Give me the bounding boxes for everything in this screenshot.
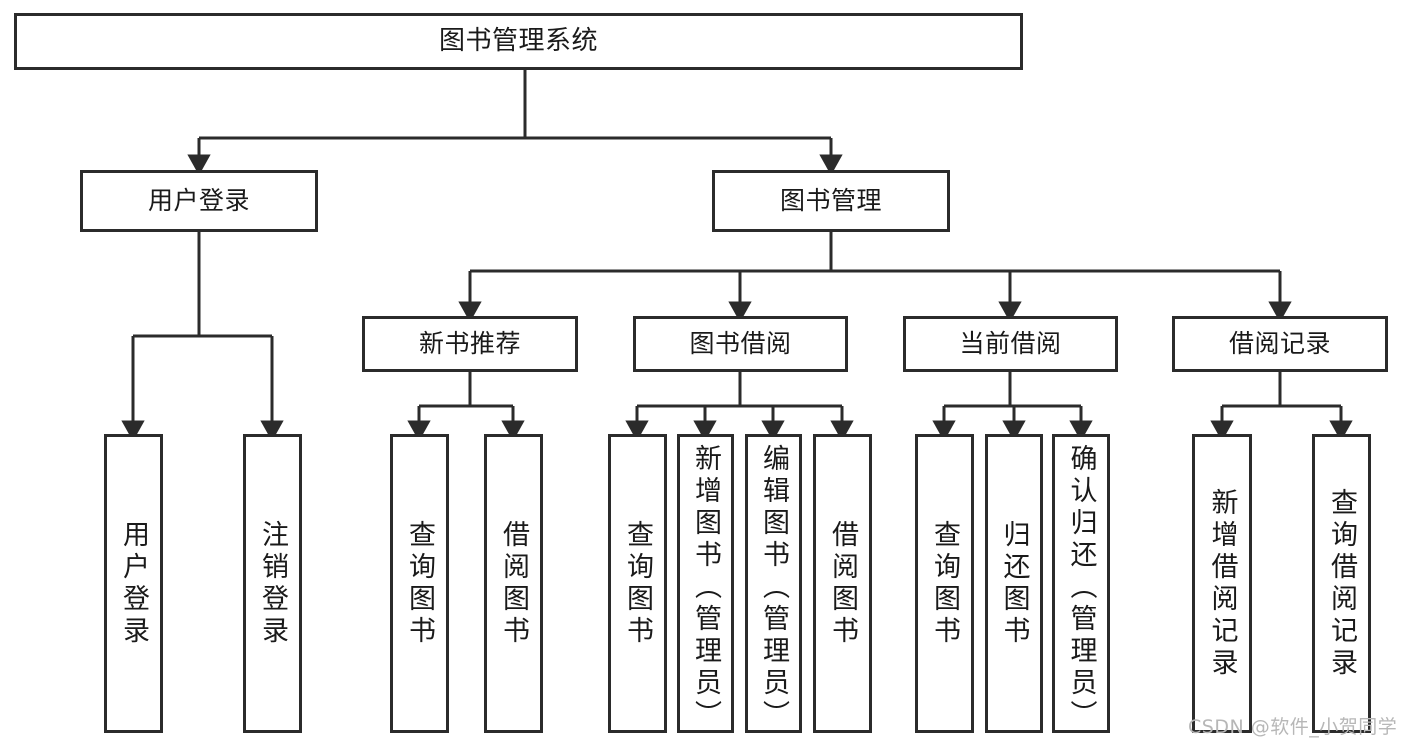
node-label: 图书管理系统	[438, 25, 598, 56]
node-label: 查询图书	[404, 519, 435, 648]
node-label: 借阅图书	[498, 519, 529, 648]
leaf-current-return-book[interactable]: 归还图书	[985, 434, 1043, 733]
leaf-borrow-query-book[interactable]: 查询图书	[608, 434, 667, 733]
leaf-current-query-book[interactable]: 查询图书	[915, 434, 974, 733]
node-label: 借阅记录	[1228, 328, 1331, 358]
node-label: 编辑图书（管理员）	[758, 443, 789, 732]
leaf-borrow-edit-book-admin[interactable]: 编辑图书（管理员）	[745, 434, 802, 733]
csdn-watermark: CSDN @软件_小贺同学	[1188, 716, 1398, 738]
node-user-login[interactable]: 用户登录	[80, 170, 318, 232]
node-label: 图书借阅	[689, 328, 792, 358]
leaf-user-login-signin[interactable]: 用户登录	[104, 434, 163, 733]
node-label: 用户登录	[147, 185, 250, 215]
leaf-borrow-borrow-book[interactable]: 借阅图书	[813, 434, 872, 733]
node-label: 新增图书（管理员）	[690, 443, 721, 732]
node-label: 查询借阅记录	[1326, 487, 1357, 680]
leaf-user-login-signout[interactable]: 注销登录	[243, 434, 302, 733]
node-label: 当前借阅	[959, 328, 1062, 358]
node-label: 注销登录	[257, 519, 288, 648]
node-current-borrow[interactable]: 当前借阅	[903, 316, 1118, 372]
leaf-records-add-record[interactable]: 新增借阅记录	[1192, 434, 1252, 733]
node-book-management[interactable]: 图书管理	[712, 170, 950, 232]
node-label: 查询图书	[929, 519, 960, 648]
node-root-system[interactable]: 图书管理系统	[14, 13, 1023, 70]
leaf-borrow-add-book-admin[interactable]: 新增图书（管理员）	[677, 434, 734, 733]
node-label: 确认归还（管理员）	[1065, 443, 1097, 732]
node-label: 图书管理	[779, 185, 882, 215]
node-borrow-records[interactable]: 借阅记录	[1172, 316, 1388, 372]
node-label: 新增借阅记录	[1206, 487, 1238, 680]
node-label: 查询图书	[622, 519, 653, 648]
node-book-borrow[interactable]: 图书借阅	[633, 316, 848, 372]
node-label: 归还图书	[998, 519, 1030, 648]
leaf-new-book-query[interactable]: 查询图书	[390, 434, 449, 733]
node-new-book-recommend[interactable]: 新书推荐	[362, 316, 578, 372]
leaf-records-query-record[interactable]: 查询借阅记录	[1312, 434, 1371, 733]
leaf-new-book-borrow[interactable]: 借阅图书	[484, 434, 543, 733]
node-label: 用户登录	[118, 519, 149, 648]
node-label: 借阅图书	[827, 519, 858, 648]
leaf-current-confirm-return-admin[interactable]: 确认归还（管理员）	[1052, 434, 1110, 733]
node-label: 新书推荐	[418, 328, 521, 358]
